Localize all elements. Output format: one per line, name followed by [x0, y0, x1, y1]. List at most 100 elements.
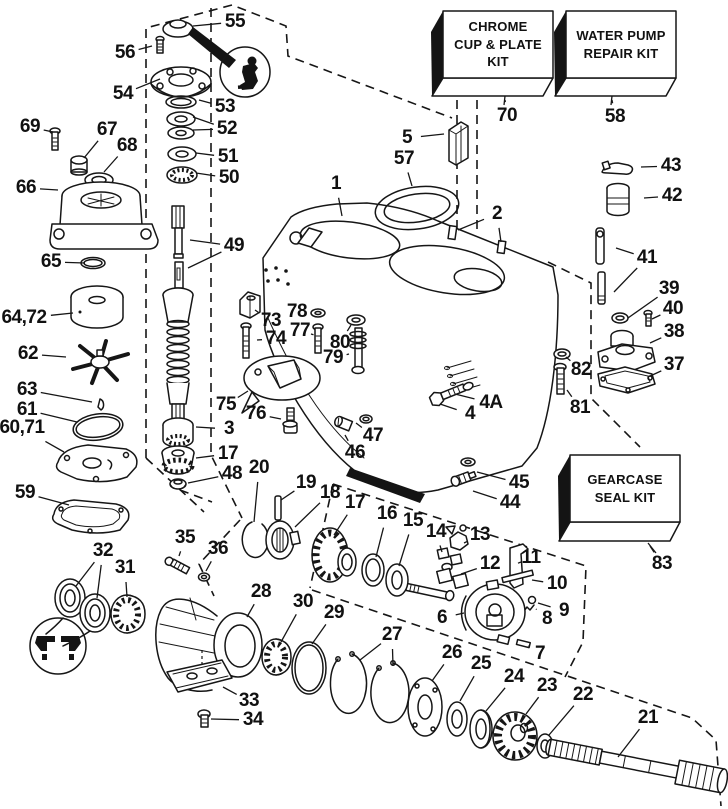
part-callout-5: 5 — [401, 127, 413, 148]
part-callout-59: 59 — [14, 482, 36, 503]
part-callout-56: 56 — [114, 42, 136, 63]
housing-bolt-front — [428, 381, 474, 407]
part-callout-13: 13 — [469, 524, 491, 545]
water-pump-housing — [49, 127, 159, 250]
part-callout-38: 38 — [663, 321, 685, 342]
bearing-plate — [407, 677, 443, 737]
leader-line-50 — [195, 172, 216, 177]
part-callout-11: 11 — [521, 547, 541, 568]
leader-line-82 — [565, 356, 571, 362]
part-callout-39: 39 — [658, 278, 680, 299]
leader-line-25 — [459, 675, 475, 702]
leader-line-33 — [222, 686, 238, 695]
part-callout-1: 1 — [330, 173, 342, 194]
part-callout-47: 47 — [362, 425, 384, 446]
leader-line-47 — [355, 422, 363, 429]
leader-line-32 — [96, 564, 102, 599]
part-callout-55: 55 — [224, 11, 246, 32]
part-callout-24: 24 — [503, 666, 525, 687]
leader-line-64-72 — [50, 312, 74, 316]
leader-line-4 — [439, 403, 457, 411]
leader-line-41 — [615, 247, 634, 255]
leader-line-23 — [525, 696, 540, 715]
part-callout-16: 16 — [376, 503, 398, 524]
leader-line-79 — [346, 353, 350, 356]
part-callout-27: 27 — [381, 624, 403, 645]
part-callout-8: 8 — [541, 608, 553, 629]
leader-line-9 — [537, 602, 551, 608]
part-callout-50: 50 — [218, 167, 240, 188]
leader-line-46 — [344, 434, 349, 442]
leader-line-36 — [205, 560, 212, 572]
skeg-leading-edge — [346, 468, 425, 503]
kit-label-water-pump: WATER PUMP REPAIR KIT — [576, 27, 666, 61]
leader-line-29 — [311, 624, 327, 645]
leader-line-39 — [627, 296, 658, 319]
exhaust-plate — [448, 121, 469, 166]
leader-line-44 — [472, 490, 497, 500]
leader-line-60-71 — [45, 440, 65, 453]
center-fasteners — [239, 291, 367, 375]
leader-line-37 — [647, 370, 662, 378]
part-callout-19: 19 — [295, 472, 317, 493]
part-callout-33: 33 — [238, 690, 260, 711]
leader-line-80 — [346, 324, 352, 332]
part-callout-32: 32 — [92, 540, 114, 561]
carrier-needle-bearing — [261, 638, 292, 676]
leader-line-16 — [375, 527, 385, 558]
leader-line-1 — [337, 197, 343, 217]
part-callout-42: 42 — [661, 185, 683, 206]
part-callout-57: 57 — [393, 148, 415, 169]
leader-line-52 — [192, 128, 214, 131]
leader-line-2 — [457, 218, 485, 231]
part-callout-82: 82 — [570, 359, 592, 380]
housing-bolt-rear — [553, 348, 571, 395]
leader-line-54 — [135, 78, 161, 90]
vent-plug-upper — [334, 414, 373, 432]
leader-line-63 — [40, 391, 93, 403]
driveshaft-bearing — [162, 417, 194, 448]
part-callout-60-71: 60,71 — [0, 417, 45, 438]
leader-line-27 — [391, 648, 394, 667]
forward-gear-train — [241, 495, 409, 597]
leader-line-6 — [455, 612, 465, 616]
leader-line-53 — [198, 99, 212, 105]
part-callout-14: 14 — [425, 521, 447, 542]
part-callout-52: 52 — [216, 118, 238, 139]
part-callout-9: 9 — [558, 600, 570, 621]
part-callout-70: 70 — [496, 105, 518, 126]
part-callout-83: 83 — [651, 553, 673, 574]
part-callout-44: 44 — [499, 492, 521, 513]
leader-line-77 — [310, 333, 314, 336]
leader-line-2 — [498, 227, 502, 243]
leader-line-49 — [187, 251, 222, 269]
leader-line-35 — [178, 551, 182, 557]
leader-line-49 — [189, 239, 221, 245]
carrier-oring — [291, 641, 327, 695]
leader-line-3 — [195, 426, 216, 429]
pinion-nut — [169, 478, 187, 490]
part-callout-21: 21 — [637, 707, 659, 728]
leader-line-42 — [643, 196, 659, 199]
part-callout-81: 81 — [569, 397, 591, 418]
leader-line-52 — [192, 116, 215, 125]
part-callout-74: 74 — [265, 328, 287, 349]
plate-oring — [72, 412, 124, 442]
water-pump-stack — [150, 19, 212, 184]
part-callout-54: 54 — [112, 83, 134, 104]
pump-gasket — [51, 499, 130, 534]
kit-box-chrome-cup-plate — [431, 10, 554, 106]
leader-line-43 — [640, 165, 658, 168]
part-callout-66: 66 — [15, 177, 37, 198]
leader-line-34 — [210, 718, 240, 721]
part-callout-40: 40 — [662, 298, 684, 319]
leader-line-73 — [254, 309, 260, 314]
leader-line-83 — [649, 545, 655, 553]
retaining-rings — [329, 651, 410, 724]
part-callout-3: 3 — [223, 418, 235, 439]
leader-line-38 — [649, 337, 662, 344]
shift-clutch-housing — [460, 579, 526, 646]
part-callout-45: 45 — [508, 472, 530, 493]
leader-line-13 — [463, 540, 468, 544]
